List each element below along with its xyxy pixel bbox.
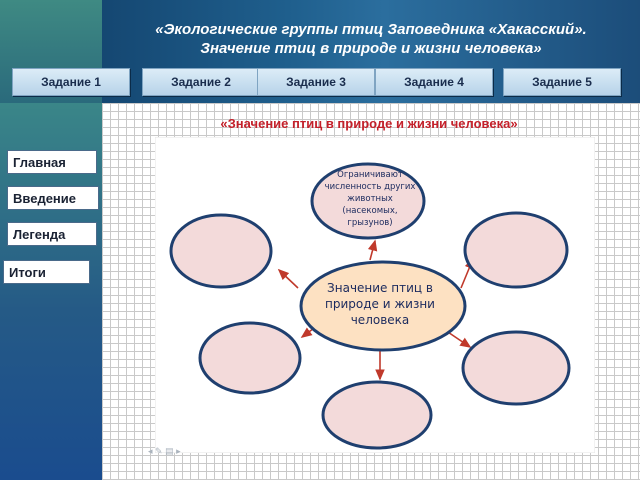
page-title: «Экологические группы птиц Заповедника «… — [102, 20, 640, 58]
tab-task-5[interactable]: Задание 5 — [503, 68, 621, 96]
tab-task-4[interactable]: Задание 4 — [375, 68, 493, 96]
pen-icon[interactable]: ✎ — [155, 446, 163, 456]
sidebar-item-results[interactable]: Итоги — [3, 260, 90, 284]
tab-task-2[interactable]: Задание 2 — [142, 68, 260, 96]
ellipse-lower-left — [198, 321, 302, 395]
ellipse-upper-left — [169, 213, 273, 289]
sidebar-item-legend[interactable]: Легенда — [7, 222, 97, 246]
sidebar-item-intro[interactable]: Введение — [7, 186, 99, 210]
task-tabs: Задание 1 Задание 2 Задание 3 Задание 4 … — [0, 68, 640, 96]
next-slide-icon[interactable]: ▸ — [176, 446, 181, 456]
ellipse-upper-right — [463, 211, 569, 289]
slide-controls[interactable]: ◂ ✎ ▤ ▸ — [148, 446, 181, 457]
ellipse-top — [310, 162, 426, 240]
top-ellipse-label: Ограничивают численность других животных… — [324, 170, 416, 228]
center-ellipse-label: Значение птиц в природе и жизни человека — [325, 281, 435, 327]
title-line-1: «Экологические группы птиц Заповедника «… — [155, 21, 587, 38]
ellipse-lower-right — [461, 330, 571, 406]
arrow-upper-left — [277, 268, 299, 289]
prev-slide-icon[interactable]: ◂ — [148, 446, 153, 456]
ellipse-bottom — [321, 380, 433, 450]
tab-task-1[interactable]: Задание 1 — [12, 68, 130, 96]
ellipse-center — [299, 260, 467, 352]
title-line-2: Значение птиц в природе и жизни человека… — [200, 40, 542, 57]
arrow-top — [367, 239, 378, 261]
menu-icon[interactable]: ▤ — [165, 446, 174, 456]
content-subtitle: «Значение птиц в природе и жизни человек… — [220, 116, 518, 131]
concept-diagram — [155, 137, 595, 453]
sidebar-item-main[interactable]: Главная — [7, 150, 97, 174]
tab-task-3[interactable]: Задание 3 — [257, 68, 375, 96]
